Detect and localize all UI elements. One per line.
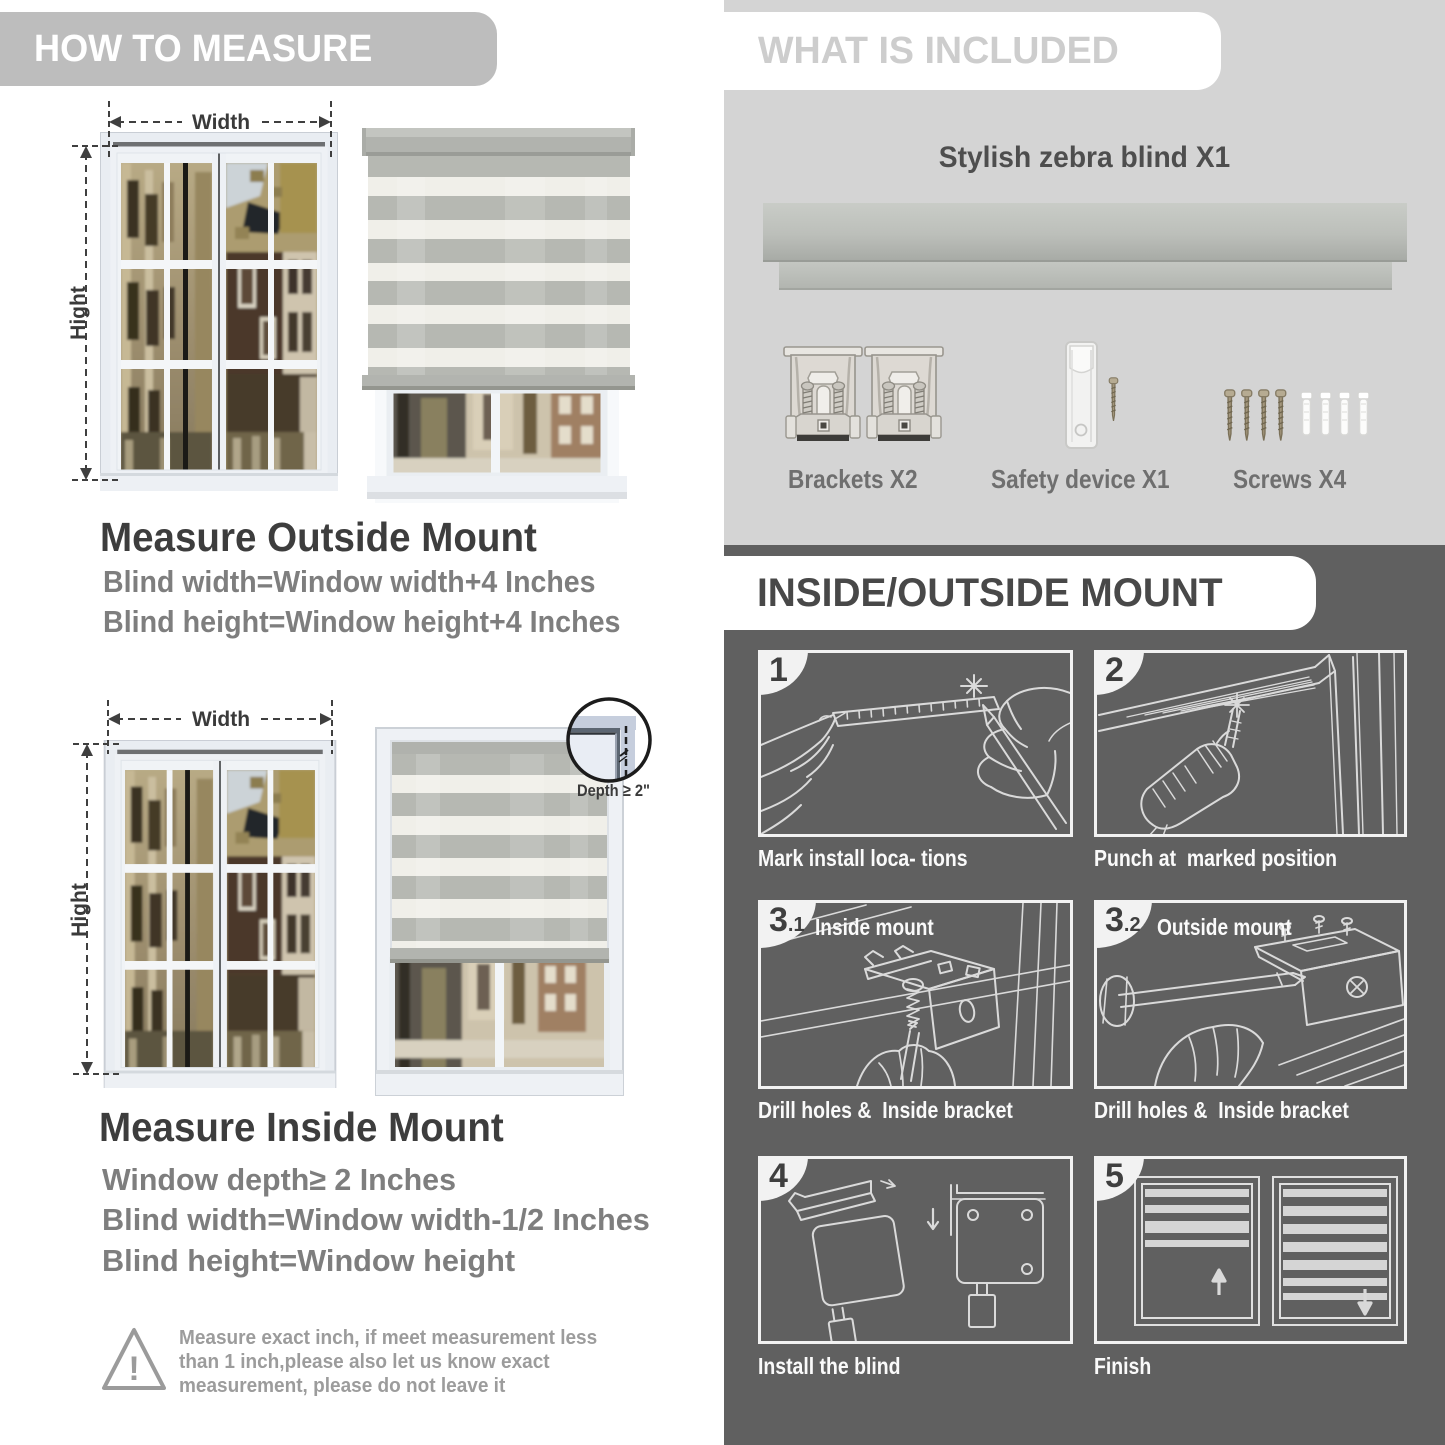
svg-text:Hight: Hight bbox=[68, 883, 91, 937]
svg-text:Width: Width bbox=[192, 708, 250, 731]
svg-text:Hight: Hight bbox=[67, 286, 90, 340]
svg-text:!: ! bbox=[128, 1350, 139, 1388]
svg-text:Depth ≥ 2": Depth ≥ 2" bbox=[577, 781, 650, 800]
svg-text:Width: Width bbox=[192, 111, 250, 134]
